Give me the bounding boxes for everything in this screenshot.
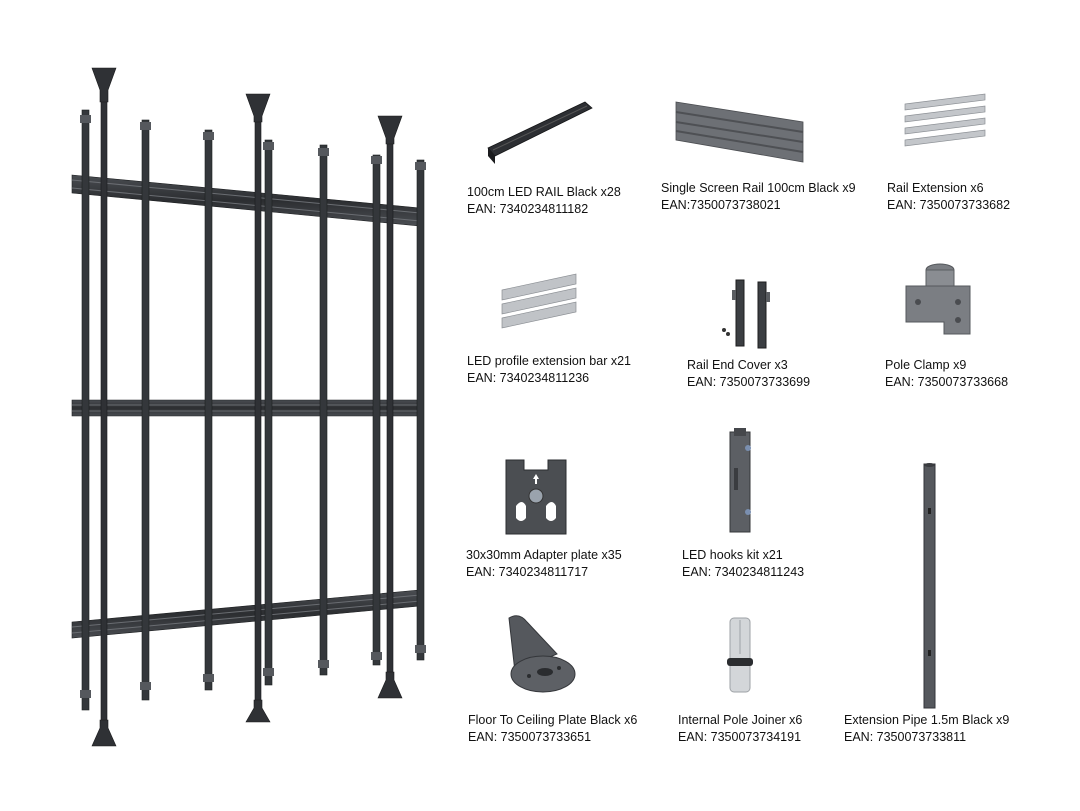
part-floor-ceiling-plate-label: Floor To Ceiling Plate Black x6 EAN: 735… xyxy=(468,712,637,746)
led-hooks-kit-icon xyxy=(729,428,751,533)
single-screen-rail-icon xyxy=(675,101,804,163)
part-name: Extension Pipe 1.5m Black x9 xyxy=(844,713,1010,727)
part-ean: EAN: 7350073733699 xyxy=(687,375,811,389)
part-led-hooks-kit-image xyxy=(720,428,760,536)
part-name: Rail End Cover x3 xyxy=(687,358,788,372)
part-name: LED hooks kit x21 xyxy=(682,548,783,562)
part-internal-pole-joiner-label: Internal Pole Joiner x6 EAN: 73500737341… xyxy=(678,712,802,746)
rail-extension-icon xyxy=(904,93,986,147)
part-adapter-plate-image xyxy=(502,458,570,536)
part-name: Pole Clamp x9 xyxy=(885,358,967,372)
part-name: 30x30mm Adapter plate x35 xyxy=(466,548,622,562)
part-led-rail-image xyxy=(485,98,595,168)
part-pole-clamp-image xyxy=(904,262,974,342)
extension-pipe-icon xyxy=(923,463,936,709)
part-rail-extension-label: Rail Extension x6 EAN: 7350073733682 xyxy=(887,180,1010,214)
led-profile-extension-bar-icon xyxy=(501,273,577,329)
part-ean: EAN: 7350073734191 xyxy=(678,730,802,744)
led-rail-icon xyxy=(487,101,593,164)
part-single-screen-rail-image xyxy=(673,100,808,165)
part-ean: EAN: 7340234811182 xyxy=(467,202,589,216)
part-adapter-plate-label: 30x30mm Adapter plate x35 EAN: 734023481… xyxy=(466,547,622,581)
frame-icon xyxy=(71,67,426,747)
rail-end-cover-icon xyxy=(722,279,770,349)
part-ean: EAN:7350073738021 xyxy=(661,198,781,212)
part-name: LED profile extension bar x21 xyxy=(467,354,631,368)
part-single-screen-rail-label: Single Screen Rail 100cm Black x9 EAN:73… xyxy=(661,180,856,214)
part-led-profile-extension-bar-image xyxy=(498,272,580,332)
floor-ceiling-plate-icon xyxy=(508,615,576,693)
part-name: Internal Pole Joiner x6 xyxy=(678,713,803,727)
part-name: Rail Extension x6 xyxy=(887,181,984,195)
part-extension-pipe-label: Extension Pipe 1.5m Black x9 EAN: 735007… xyxy=(844,712,1009,746)
part-ean: EAN: 7350073733811 xyxy=(844,730,967,744)
part-rail-end-cover-image xyxy=(718,276,778,352)
part-name: 100cm LED RAIL Black x28 xyxy=(467,185,621,199)
part-ean: EAN: 7340234811236 xyxy=(467,371,590,385)
internal-pole-joiner-icon xyxy=(727,617,753,693)
part-ean: EAN: 7350073733682 xyxy=(887,198,1011,212)
part-rail-extension-image xyxy=(903,92,988,152)
part-led-hooks-kit-label: LED hooks kit x21 EAN: 7340234811243 xyxy=(682,547,804,581)
adapter-plate-icon xyxy=(505,459,567,535)
part-ean: EAN: 7350073733668 xyxy=(885,375,1009,389)
part-ean: EAN: 7340234811243 xyxy=(682,565,805,579)
part-pole-clamp-label: Pole Clamp x9 EAN: 7350073733668 xyxy=(885,357,1008,391)
part-rail-end-cover-label: Rail End Cover x3 EAN: 7350073733699 xyxy=(687,357,810,391)
assembled-frame-illustration xyxy=(60,60,435,760)
part-ean: EAN: 7340234811717 xyxy=(466,565,589,579)
part-led-rail-label: 100cm LED RAIL Black x28 EAN: 7340234811… xyxy=(467,184,621,218)
part-name: Floor To Ceiling Plate Black x6 xyxy=(468,713,638,727)
part-name: Single Screen Rail 100cm Black x9 xyxy=(661,181,856,195)
part-extension-pipe-image xyxy=(920,462,940,710)
pole-clamp-icon xyxy=(905,263,971,335)
part-floor-ceiling-plate-image xyxy=(497,614,581,698)
part-led-profile-extension-bar-label: LED profile extension bar x21 EAN: 73402… xyxy=(467,353,631,387)
part-ean: EAN: 7350073733651 xyxy=(468,730,592,744)
part-internal-pole-joiner-image xyxy=(724,614,756,696)
